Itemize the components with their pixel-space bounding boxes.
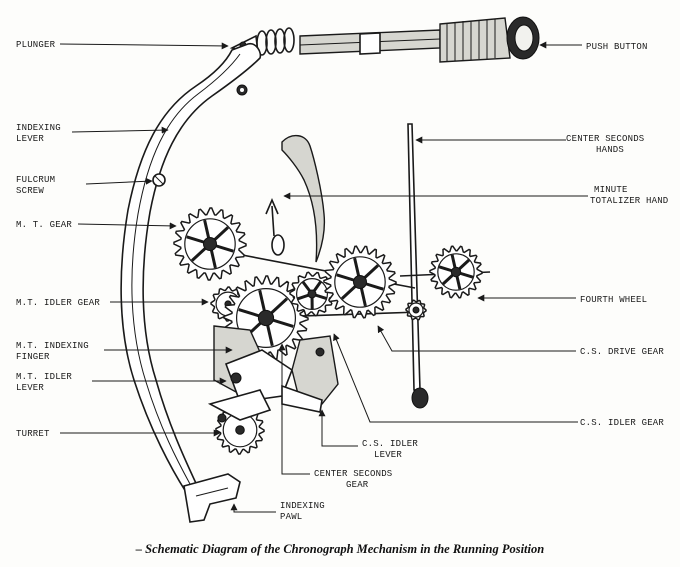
label-mt-gear: M. T. GEAR [16,220,72,230]
label-mt-indexing-finger-1: M.T. INDEXING [16,341,89,351]
label-mt-indexing-finger-2: FINGER [16,352,50,362]
label-group: PLUNGER PUSH BUTTON INDEXING LEVER CENTE… [16,40,668,556]
label-center-seconds-gear-2: GEAR [346,480,369,490]
leader-lines [59,41,588,513]
label-fulcrum-screw-2: SCREW [16,186,44,196]
cs-drive-gear [323,245,397,319]
label-indexing-lever-2: LEVER [16,134,44,144]
label-cs-drive-gear: C.S. DRIVE GEAR [580,347,664,357]
cs-idler-gear [405,299,427,321]
label-center-seconds-gear-1: CENTER SECONDS [314,469,392,479]
mt-gear [173,207,247,281]
label-indexing-lever-1: INDEXING [16,123,61,133]
center-seconds-hands [407,123,429,409]
label-indexing-pawl-1: INDEXING [280,501,325,511]
mid-gear-a [289,271,335,317]
label-indexing-pawl-2: PAWL [280,512,302,522]
indexing-lever [120,42,262,502]
push-button-assembly [229,16,540,63]
fourth-wheel [429,245,483,299]
label-plunger: PLUNGER [16,40,56,50]
lower-levers [207,325,339,423]
label-cs-idler-gear: C.S. IDLER GEAR [580,418,664,428]
label-minute-totalizer-hand-1: MINUTE [594,185,628,195]
label-minute-totalizer-hand-2: TOTALIZER HAND [590,196,668,206]
label-cs-idler-lever-2: LEVER [374,450,402,460]
label-turret: TURRET [16,429,50,439]
label-mt-idler-lever-2: LEVER [16,383,44,393]
label-mt-idler-lever-1: M.T. IDLER [16,372,72,382]
label-fourth-wheel: FOURTH WHEEL [580,295,647,305]
gear-train [173,207,491,455]
indexing-pawl [183,473,241,523]
label-center-seconds-hands-1: CENTER SECONDS [566,134,644,144]
label-mt-idler-gear: M.T. IDLER GEAR [16,298,100,308]
minute-totalizer-hand [265,135,326,263]
label-cs-idler-lever-1: C.S. IDLER [362,439,418,449]
label-center-seconds-hands-2: HANDS [596,145,624,155]
label-push-button: PUSH BUTTON [586,42,648,52]
label-fulcrum-screw-1: FULCRUM [16,175,55,185]
diagram-caption: – Schematic Diagram of the Chronograph M… [135,542,544,556]
